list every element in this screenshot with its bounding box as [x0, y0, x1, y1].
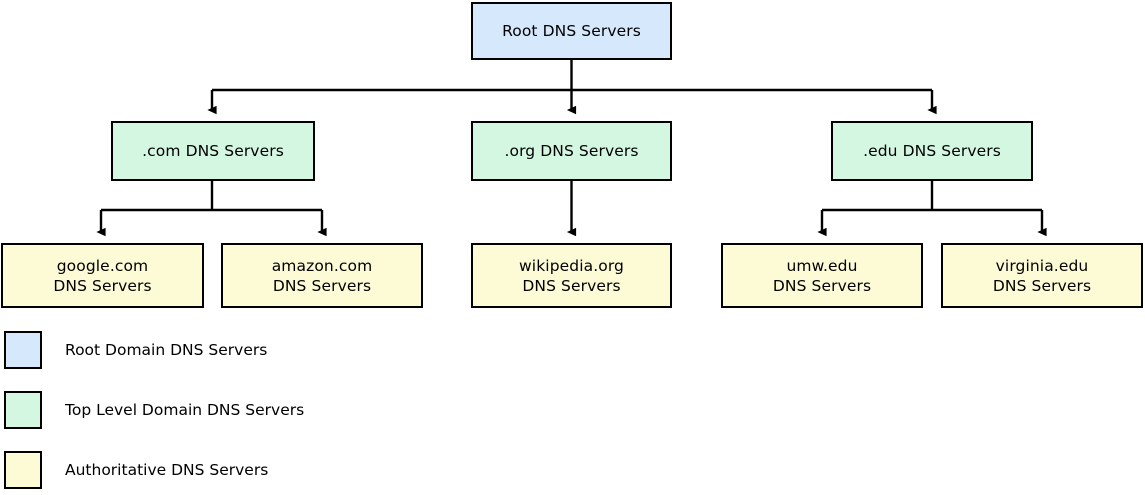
legend-swatch-authoritative: [4, 451, 42, 489]
node-google-com-dns-servers[interactable]: google.com DNS Servers: [1, 243, 204, 308]
legend-item-top-level-domain: Top Level Domain DNS Servers: [4, 390, 304, 430]
node-label: .com DNS Servers: [142, 142, 284, 160]
edge-com-to-children-bus: [101, 181, 322, 212]
legend-label-top-level-domain: Top Level Domain DNS Servers: [65, 401, 305, 419]
edge-edu-to-children-bus: [822, 181, 1042, 212]
node-label: amazon.com DNS Servers: [271, 256, 373, 295]
edge-root-to-tld-bus: [212, 60, 932, 92]
node-org-dns-servers[interactable]: .org DNS Servers: [471, 121, 672, 181]
node-umw-edu-dns-servers[interactable]: umw.edu DNS Servers: [721, 243, 923, 308]
legend-item-root-domain: Root Domain DNS Servers: [4, 330, 267, 370]
node-label: google.com DNS Servers: [53, 256, 152, 295]
node-label: wikipedia.org DNS Servers: [519, 256, 624, 295]
node-label: umw.edu DNS Servers: [772, 256, 872, 295]
node-label: .org DNS Servers: [504, 142, 639, 160]
node-label: virginia.edu DNS Servers: [992, 256, 1092, 295]
legend-item-authoritative: Authoritative DNS Servers: [4, 450, 268, 490]
legend-label-authoritative: Authoritative DNS Servers: [65, 461, 269, 479]
node-wikipedia-org-dns-servers[interactable]: wikipedia.org DNS Servers: [471, 243, 672, 308]
node-edu-dns-servers[interactable]: .edu DNS Servers: [831, 121, 1033, 181]
node-root-dns-servers[interactable]: Root DNS Servers: [471, 2, 672, 60]
legend-label-root-domain: Root Domain DNS Servers: [65, 341, 268, 359]
node-label: .edu DNS Servers: [863, 142, 1001, 160]
node-amazon-com-dns-servers[interactable]: amazon.com DNS Servers: [221, 243, 423, 308]
node-label: Root DNS Servers: [502, 22, 641, 40]
node-virginia-edu-dns-servers[interactable]: virginia.edu DNS Servers: [941, 243, 1143, 308]
legend-swatch-root-domain: [4, 331, 42, 369]
node-com-dns-servers[interactable]: .com DNS Servers: [111, 121, 315, 181]
legend-swatch-top-level-domain: [4, 391, 42, 429]
